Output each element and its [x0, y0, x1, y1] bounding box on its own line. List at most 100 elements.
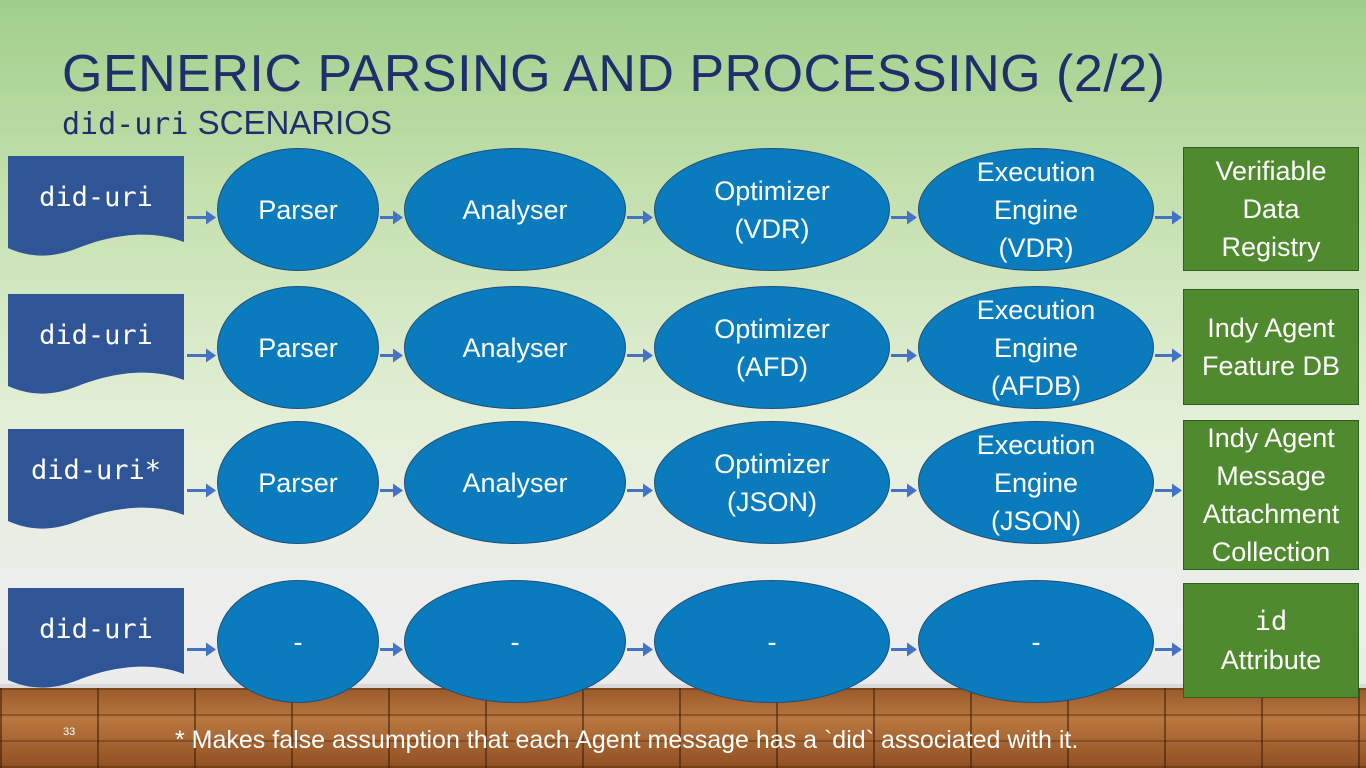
stage-label-line: Optimizer: [714, 175, 830, 206]
stage-label: Parser: [258, 191, 338, 229]
stage-label-line: -: [1031, 626, 1041, 657]
input-document: did-uri: [8, 588, 184, 692]
stage-label-line: Analyser: [462, 332, 568, 363]
flow-arrow: [187, 348, 216, 363]
input-label: did-uri: [39, 320, 153, 351]
stage-label: Optimizer (AFD): [714, 310, 830, 386]
stage-label-line: Parser: [258, 467, 338, 498]
flow-arrow: [187, 483, 216, 498]
input-label: did-uri: [39, 182, 153, 213]
flow-arrow: [627, 642, 653, 657]
result-label-line: Verifiable: [1215, 156, 1327, 186]
stage-ellipse: -: [654, 580, 890, 703]
stage-ellipse: Parser: [217, 421, 379, 544]
floor-edge: [0, 684, 1366, 690]
stage-label-line: -: [293, 626, 303, 657]
result-label-line: Attachment: [1202, 499, 1340, 529]
result-label-line: Feature DB: [1201, 351, 1341, 381]
stage-label: Parser: [258, 464, 338, 502]
stage-label-line: Execution: [976, 294, 1096, 325]
stage-ellipse: -: [918, 580, 1154, 703]
page-number: 33: [63, 726, 76, 738]
stage-label: Analyser: [462, 464, 567, 502]
stage-label-line: Parser: [258, 194, 338, 225]
stage-label: Analyser: [462, 191, 567, 229]
result-label-line: Data: [1242, 194, 1300, 224]
stage-label: -: [294, 623, 303, 661]
stage-label-line: Optimizer: [714, 313, 830, 344]
flow-arrow: [380, 483, 403, 498]
stage-label-line: Engine: [993, 332, 1079, 363]
result-label-line: Message: [1216, 461, 1326, 491]
wood-floor: [0, 688, 1366, 768]
stage-label-line: (AFD): [736, 351, 808, 382]
stage-label: -: [1032, 623, 1041, 661]
input-document: did-uri: [8, 156, 184, 260]
stage-label-line: -: [767, 626, 777, 657]
input-label: did-uri: [39, 614, 153, 645]
stage-ellipse: Parser: [217, 286, 379, 409]
flow-arrow: [627, 348, 653, 363]
stage-label-line: (JSON): [990, 505, 1081, 536]
stage-ellipse: Analyser: [404, 286, 626, 409]
result-label-line: id: [1254, 605, 1288, 637]
slide-title: GENERIC PARSING AND PROCESSING (2/2): [62, 45, 1166, 103]
stage-ellipse: -: [404, 580, 626, 703]
slide-subtitle: did-uri SCENARIOS: [62, 104, 392, 142]
flow-arrow: [627, 210, 653, 225]
stage-label: -: [511, 623, 520, 661]
result-label-line: Collection: [1211, 537, 1331, 567]
stage-label-line: Execution: [976, 156, 1096, 187]
stage-ellipse: Optimizer (AFD): [654, 286, 890, 409]
flow-arrow: [1155, 642, 1182, 657]
stage-label-line: Analyser: [462, 467, 568, 498]
stage-ellipse: Optimizer (VDR): [654, 148, 890, 271]
flow-arrow: [891, 483, 917, 498]
flow-arrow: [891, 348, 917, 363]
flow-arrow: [627, 483, 653, 498]
result-label-line: Indy Agent: [1207, 423, 1335, 453]
flow-arrow: [380, 348, 403, 363]
stage-label-line: (VDR): [734, 213, 810, 244]
flow-arrow: [891, 210, 917, 225]
stage-label: Optimizer (VDR): [714, 172, 830, 248]
input-document: did-uri*: [8, 429, 184, 533]
footnote: * Makes false assumption that each Agent…: [175, 726, 1079, 754]
flow-arrow: [380, 642, 403, 657]
stage-label-line: Optimizer: [714, 448, 830, 479]
result-label-line: Attribute: [1220, 644, 1322, 675]
stage-label-line: -: [510, 626, 520, 657]
stage-label-line: Analyser: [462, 194, 568, 225]
stage-label-line: Engine: [993, 194, 1079, 225]
stage-label: -: [768, 623, 777, 661]
stage-label: Analyser: [462, 329, 567, 367]
stage-label-line: Engine: [993, 467, 1079, 498]
input-document: did-uri: [8, 294, 184, 398]
flow-arrow: [1155, 348, 1182, 363]
input-label: did-uri*: [30, 455, 162, 486]
stage-ellipse: Analyser: [404, 148, 626, 271]
stage-label-line: (AFDB): [990, 370, 1081, 401]
stage-label-line: (VDR): [998, 232, 1074, 263]
stage-label: Parser: [258, 329, 338, 367]
stage-label: Optimizer (JSON): [714, 445, 830, 521]
stage-ellipse: Parser: [217, 148, 379, 271]
stage-label-line: (JSON): [726, 486, 817, 517]
subtitle-code: did-uri: [62, 107, 189, 142]
flow-arrow: [380, 210, 403, 225]
flow-arrow: [187, 642, 216, 657]
stage-ellipse: -: [217, 580, 379, 703]
subtitle-text: SCENARIOS: [188, 104, 392, 141]
stage-label-line: Execution: [976, 429, 1096, 460]
